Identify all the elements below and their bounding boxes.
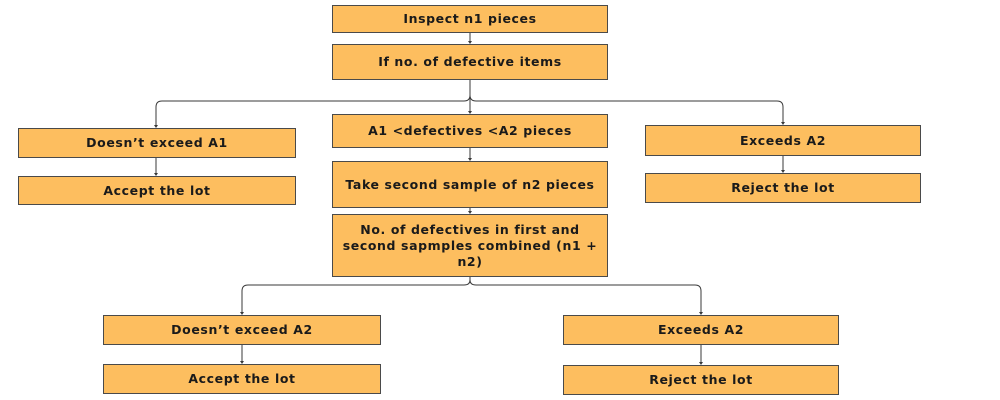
doesnt-exceed-a2-box: Doesn’t exceed A2 [103,315,381,345]
take-second-sample-box: Take second sample of n2 pieces [332,161,608,208]
reject-lot-bottom-box: Reject the lot [563,365,839,395]
arrowhead [699,312,703,315]
exceeds-a2-top-box: Exceeds A2 [645,125,921,156]
arrowhead [468,111,472,114]
accept-lot-left-box: Accept the lot [18,176,296,205]
between-a1-a2-box: A1 <defectives <A2 pieces [332,114,608,148]
reject-lot-right-box: Reject the lot [645,173,921,203]
doesnt-exceed-a1-box: Doesn’t exceed A1 [18,128,296,158]
accept-lot-bottom-box: Accept the lot [103,364,381,394]
arrowhead [154,125,158,128]
arrowhead [468,158,472,161]
branch-bottom-left [241,277,471,314]
inspect-box: Inspect n1 pieces [332,5,608,33]
arrowhead [468,41,472,44]
arrowhead [781,122,785,125]
arrowhead [468,211,472,214]
branch-right [469,94,784,124]
branch-bottom-right [469,279,702,314]
if-defective-box: If no. of defective items [332,44,608,80]
arrowhead [240,361,244,364]
exceeds-a2-bottom-box: Exceeds A2 [563,315,839,345]
arrowhead [240,312,244,315]
arrowhead [154,173,158,176]
arrowhead [699,362,703,365]
arrowhead [781,170,785,173]
combined-defectives-box: No. of defectives in first and second sa… [332,214,608,277]
